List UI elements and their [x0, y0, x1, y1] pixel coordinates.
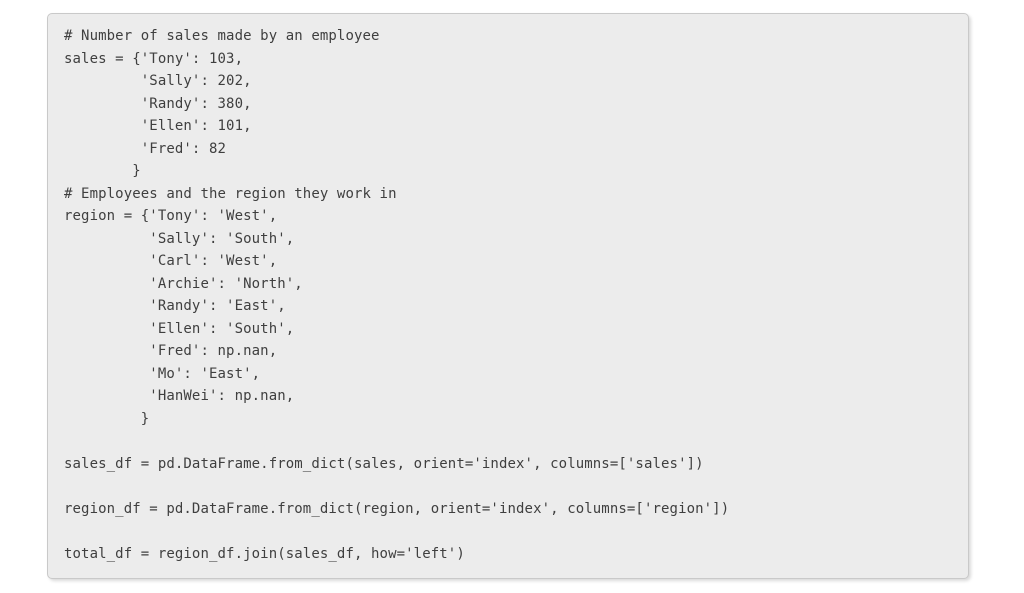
code-line-blank — [64, 430, 952, 453]
code-line-sales-fred: 'Fred': 82 — [64, 140, 227, 157]
code-line-region-mo: 'Mo': 'East', — [64, 365, 261, 382]
code-line-comment-sales: # Number of sales made by an employee — [64, 28, 380, 44]
code-line-sales-dict-close: } — [64, 163, 141, 179]
code-line-comment-region: # Employees and the region they work in — [64, 185, 397, 202]
code-line-region-fred: 'Fred': np.nan, — [64, 343, 278, 359]
code-line-region-dict-open: region = {'Tony': 'West', — [64, 208, 278, 224]
code-line-total-df: total_df = region_df.join(sales_df, how=… — [64, 545, 465, 562]
code-line-region-sally: 'Sally': 'South', — [64, 230, 295, 247]
code-line-region-df: region_df = pd.DataFrame.from_dict(regio… — [64, 500, 730, 517]
code-line-region-archie: 'Archie': 'North', — [64, 275, 303, 292]
code-line-region-ellen: 'Ellen': 'South', — [64, 320, 295, 337]
code-block: # Number of sales made by an employee sa… — [47, 13, 969, 579]
code-line-sales-sally: 'Sally': 202, — [64, 73, 252, 89]
code-line-region-hanwei: 'HanWei': np.nan, — [64, 388, 295, 404]
code-line-blank — [64, 475, 952, 498]
code-line-region-randy: 'Randy': 'East', — [64, 298, 286, 314]
code-line-region-dict-close: } — [64, 410, 150, 427]
code-line-region-carl: 'Carl': 'West', — [64, 253, 278, 269]
code-line-sales-randy: 'Randy': 380, — [64, 95, 252, 112]
code-line-sales-dict-open: sales = {'Tony': 103, — [64, 50, 244, 67]
code-line-blank — [64, 520, 952, 543]
code-line-sales-df: sales_df = pd.DataFrame.from_dict(sales,… — [64, 455, 704, 472]
code-line-sales-ellen: 'Ellen': 101, — [64, 118, 252, 134]
